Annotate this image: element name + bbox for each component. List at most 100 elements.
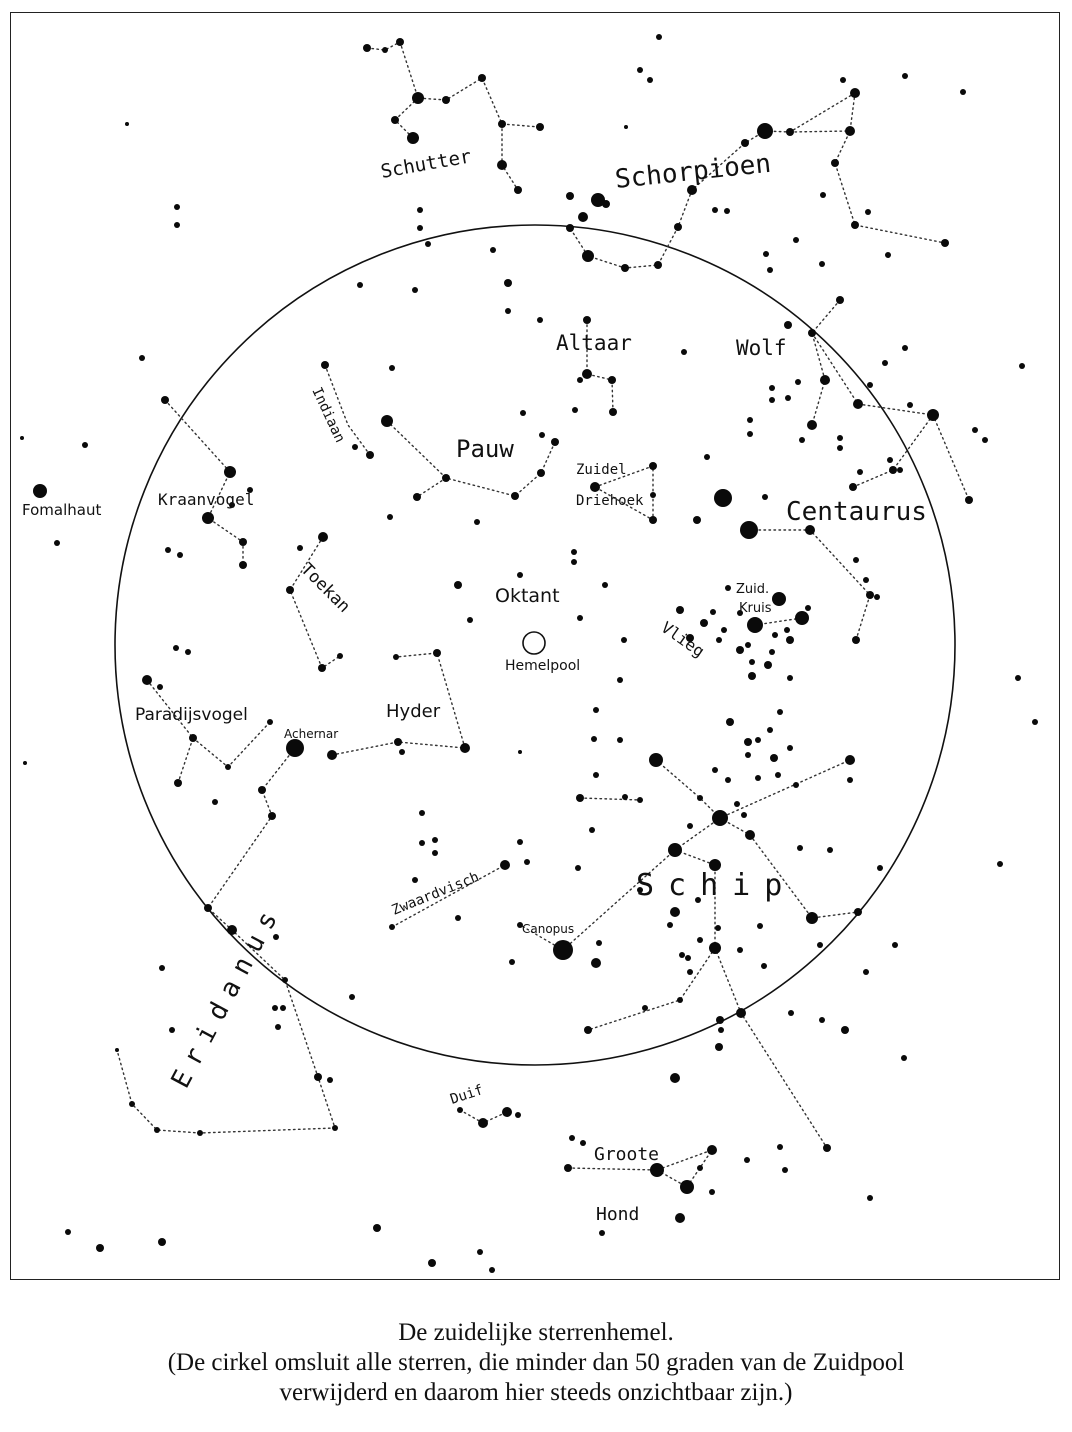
star-dot xyxy=(787,675,793,681)
star-dot xyxy=(225,764,231,770)
star-dot xyxy=(520,410,526,416)
star-dot xyxy=(715,1043,723,1051)
label-schip: Schip xyxy=(636,868,796,903)
star-dot xyxy=(272,1005,278,1011)
star-dot xyxy=(174,204,180,210)
star-dot xyxy=(566,192,574,200)
star-dot xyxy=(174,779,182,787)
star-dot xyxy=(747,431,753,437)
star-dot xyxy=(819,1017,825,1023)
star-dot xyxy=(23,761,27,765)
star-dot xyxy=(474,519,480,525)
star-dot xyxy=(784,627,790,633)
star-dot xyxy=(762,494,768,500)
star-dot xyxy=(797,845,803,851)
star-dot xyxy=(500,860,510,870)
star-dot xyxy=(745,642,751,648)
star-dot xyxy=(505,308,511,314)
star-dot xyxy=(817,942,823,948)
star-dot xyxy=(517,839,523,845)
star-dot xyxy=(707,1145,717,1155)
star-dot xyxy=(697,1165,703,1171)
star-dot xyxy=(747,417,753,423)
star-dot xyxy=(709,942,721,954)
star-dot xyxy=(582,369,592,379)
label-hemelpool: Hemelpool xyxy=(505,658,580,674)
star-dot xyxy=(786,128,794,136)
star-dot xyxy=(515,1112,521,1118)
star-dot xyxy=(275,1024,281,1030)
star-dot xyxy=(239,538,247,546)
star-dot xyxy=(755,737,761,743)
star-dot xyxy=(591,958,601,968)
star-dot xyxy=(159,965,165,971)
star-dot xyxy=(745,830,755,840)
star-dot xyxy=(20,436,24,440)
star-dot xyxy=(927,409,939,421)
star-dot xyxy=(674,223,682,231)
star-dot xyxy=(321,361,329,369)
star-dot xyxy=(589,827,595,833)
star-dot xyxy=(806,912,818,924)
star-dot xyxy=(154,1127,160,1133)
star-dot xyxy=(744,738,752,746)
map-caption: De zuidelijke sterrenhemel. (De cirkel o… xyxy=(0,1318,1072,1408)
star-dot xyxy=(590,482,600,492)
star-dot xyxy=(637,67,643,73)
star-dot xyxy=(282,977,288,983)
star-dot xyxy=(853,557,859,563)
star-dot xyxy=(737,610,743,616)
star-dot xyxy=(591,193,605,207)
star-dot xyxy=(697,937,703,943)
star-dot xyxy=(716,637,722,643)
star-dot xyxy=(258,786,266,794)
star-dot xyxy=(787,745,793,751)
label-kruis: Kruis xyxy=(739,601,772,616)
star-dot xyxy=(687,823,693,829)
star-dot xyxy=(224,466,236,478)
star-dot xyxy=(777,709,783,715)
star-dot xyxy=(366,451,374,459)
star-dot xyxy=(286,739,304,757)
star-dot xyxy=(621,264,629,272)
star-dot xyxy=(337,653,343,659)
star-dot xyxy=(649,462,657,470)
star-dot xyxy=(280,1005,286,1011)
star-dot xyxy=(432,837,438,843)
star-dot xyxy=(769,397,775,403)
star-dot xyxy=(286,586,294,594)
star-dot xyxy=(576,794,584,802)
star-dot xyxy=(851,221,859,229)
star-dot xyxy=(725,777,731,783)
star-dot xyxy=(417,225,423,231)
star-dot xyxy=(795,379,801,385)
star-dot xyxy=(642,1005,648,1011)
star-dot xyxy=(748,672,756,680)
star-dot xyxy=(882,360,888,366)
star-dot xyxy=(174,222,180,228)
star-dot xyxy=(202,512,214,524)
star-dot xyxy=(763,251,769,257)
star-dot xyxy=(650,1163,664,1177)
star-dot xyxy=(327,750,337,760)
star-dot xyxy=(721,627,727,633)
star-dot xyxy=(352,444,358,450)
star-dot xyxy=(297,545,303,551)
star-dot xyxy=(902,345,908,351)
label-centaurus: Centaurus xyxy=(786,497,927,527)
star-dot xyxy=(572,407,578,413)
star-dot xyxy=(704,454,710,460)
star-dot xyxy=(770,754,778,762)
star-dot xyxy=(863,577,869,583)
star-dot xyxy=(537,317,543,323)
star-dot xyxy=(419,840,425,846)
star-dot xyxy=(571,559,577,565)
star-dot xyxy=(712,810,728,826)
star-dot xyxy=(769,649,775,655)
star-dot xyxy=(718,1027,724,1033)
star-dot xyxy=(142,675,152,685)
label-zuid: Zuid. xyxy=(736,582,769,597)
label-zwaardvisch: Zwaardvisch xyxy=(390,869,482,919)
star-dot xyxy=(267,719,273,725)
star-dot xyxy=(877,865,883,871)
